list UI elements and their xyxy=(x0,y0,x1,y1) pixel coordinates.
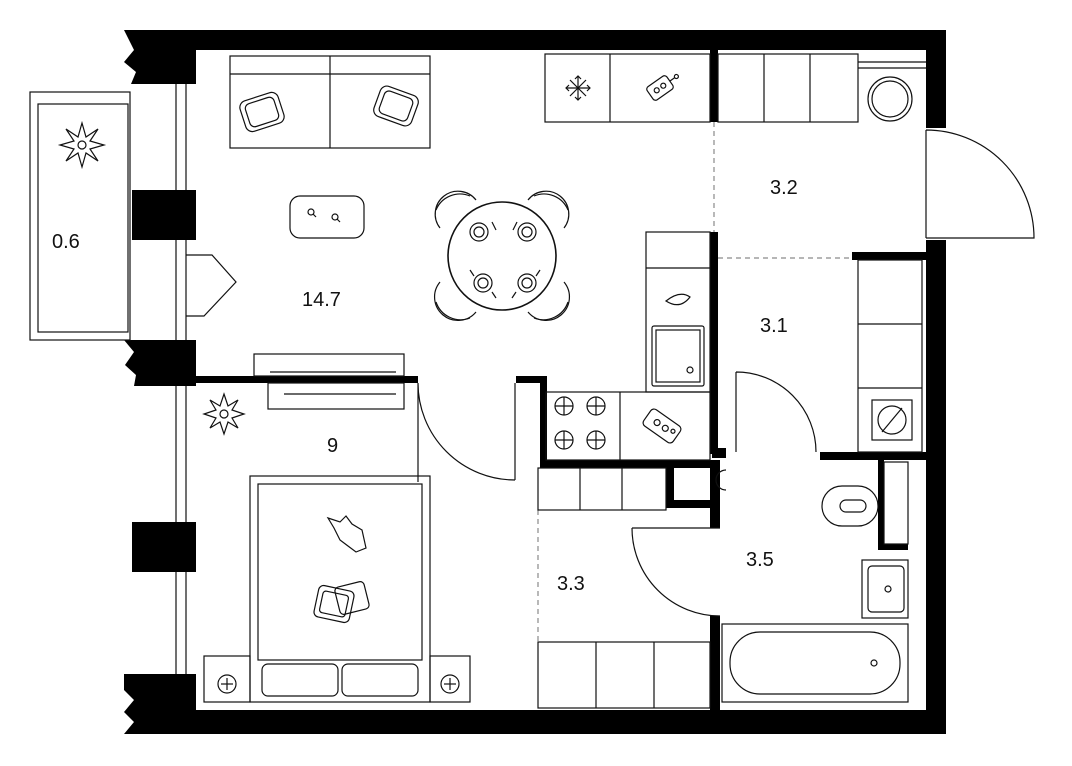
snowflake-icon xyxy=(565,75,591,101)
water-drop-icon xyxy=(664,293,691,306)
pillow-icon xyxy=(373,85,419,127)
nightstand xyxy=(203,655,251,703)
hall-wardrobe xyxy=(857,259,923,453)
plant-icon xyxy=(57,120,107,170)
closet-wardrobes xyxy=(537,467,711,709)
sink-icon xyxy=(861,559,909,619)
coffee-table xyxy=(289,195,365,239)
area-label-balcony: 0.6 xyxy=(52,231,80,253)
bathroom-fixtures xyxy=(721,461,909,703)
area-label-entry-hall: 3.2 xyxy=(770,177,798,199)
sofa xyxy=(229,55,431,149)
bathtub-icon xyxy=(721,623,909,703)
area-label-corridor: 3.1 xyxy=(760,315,788,337)
doors xyxy=(186,129,1035,617)
interior-walls xyxy=(196,50,928,710)
pillow-icon xyxy=(334,581,370,615)
toilet-icon xyxy=(821,485,879,527)
area-label-bathroom: 3.5 xyxy=(746,549,774,571)
cutting-board-icon xyxy=(642,408,682,444)
area-label-bedroom: 9 xyxy=(327,435,339,457)
pillow-icon xyxy=(239,91,285,133)
cutting-board-icon xyxy=(646,73,679,101)
nightstand xyxy=(429,655,471,703)
cat-icon xyxy=(326,515,367,553)
zone-lines xyxy=(537,122,852,642)
balcony xyxy=(29,91,131,341)
bed xyxy=(249,475,431,703)
pillow-icon xyxy=(313,584,355,624)
area-label-closet-hall: 3.3 xyxy=(557,573,585,595)
bedroom-furniture xyxy=(202,353,471,703)
plant-icon xyxy=(202,392,246,436)
exterior-walls xyxy=(124,30,946,734)
kitchen-side xyxy=(545,231,711,461)
windows xyxy=(175,84,187,674)
area-label-living-kitchen: 14.7 xyxy=(302,289,341,311)
dining-table xyxy=(433,190,571,322)
kitchen-top xyxy=(544,53,926,123)
